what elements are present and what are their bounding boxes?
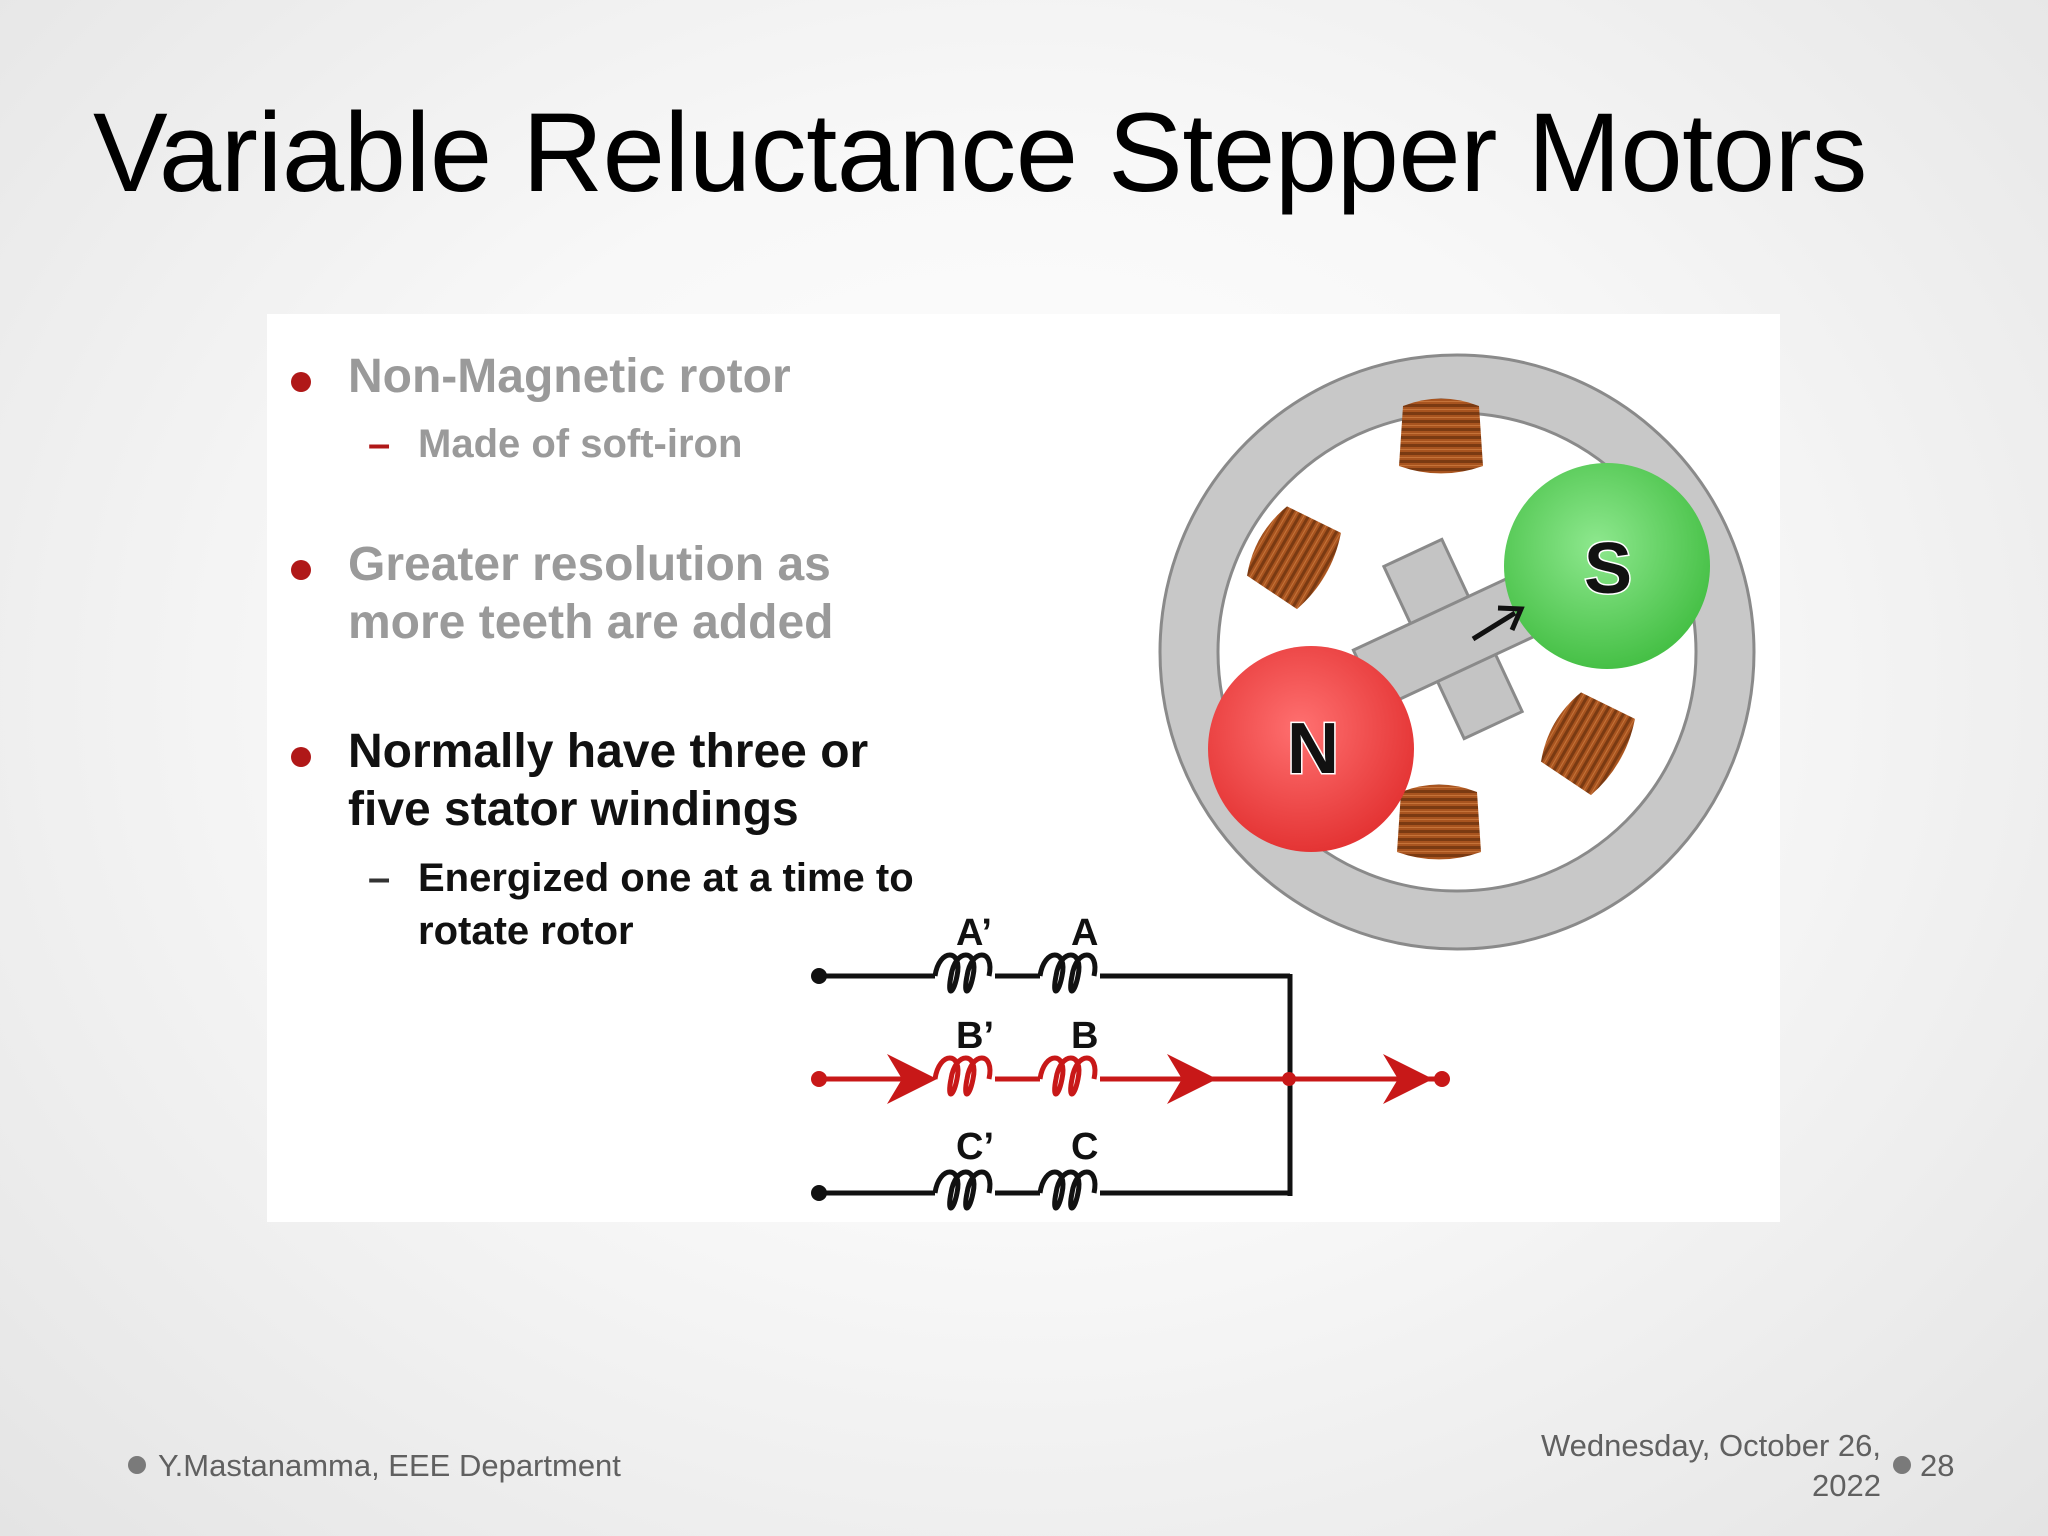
stator-winding-bottom [1397,784,1481,860]
footer-date-line-2: 2022 [1812,1468,1881,1503]
flux-arrow-icon [1471,605,1525,642]
bullet-3-line-2: five stator windings [348,783,799,836]
bullet-1-text: Non-Magnetic rotor [348,350,791,403]
footer-author: Y.Mastanamma, EEE Department [158,1448,621,1483]
bullet-marker [291,560,311,580]
footer-bullet-icon [1893,1456,1911,1474]
coil-label-c: C [1071,1126,1098,1168]
winding-b-circuit [819,1054,1436,1104]
rotor [1351,537,1555,741]
bullet-marker [291,747,311,767]
terminal-a [811,968,827,984]
bullet-3-sub-line-1: Energized one at a time to [418,856,914,900]
bullet-2-line-1: Greater resolution as [348,538,831,591]
page-number: 28 [1920,1448,1955,1483]
bullet-3-line-1: Normally have three or [348,725,869,778]
sub-bullet-marker: – [368,856,391,900]
winding-c-circuit [819,1169,1292,1211]
terminal-b [811,1071,827,1087]
common-junction [1282,1072,1296,1086]
coil-label-a-prime: A’ [956,912,992,954]
coil-label-c-prime: C’ [956,1126,994,1168]
footer-bullet-icon [128,1456,146,1474]
terminal-c [811,1185,827,1201]
south-pole [1504,463,1710,669]
bullet-marker [291,372,311,392]
bullet-2-line-2: more teeth are added [348,596,834,649]
south-pole-label: S [1584,529,1632,609]
north-pole-label: N [1287,709,1339,789]
coil-label-b: B [1071,1015,1098,1057]
terminal-common [1434,1071,1450,1087]
stator-winding-upper-left [1247,506,1341,610]
north-pole [1208,646,1414,852]
stator-winding-lower-right [1541,692,1635,796]
stator-ring [1160,355,1754,949]
slide-title: Variable Reluctance Stepper Motors [93,90,1867,215]
content-panel [267,314,1780,1222]
stator-winding-top [1399,398,1483,474]
coil-label-a: A [1071,912,1098,954]
sub-bullet-marker: – [368,422,391,466]
bullet-3-sub-line-2: rotate rotor [418,909,634,953]
bullet-1-sub-text: Made of soft-iron [418,422,743,466]
footer-date-line-1: Wednesday, October 26, [1540,1428,1881,1463]
coil-label-b-prime: B’ [956,1015,994,1057]
